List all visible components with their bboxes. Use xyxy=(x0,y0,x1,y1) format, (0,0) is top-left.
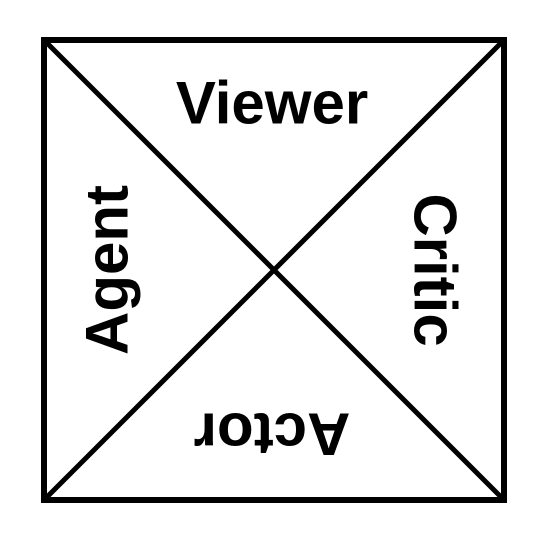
label-critic: Critic xyxy=(402,193,469,346)
label-agent: Agent xyxy=(74,185,141,355)
diagonal-top-right-to-bottom-left xyxy=(42,38,506,502)
label-viewer: Viewer xyxy=(176,70,368,137)
label-actor: Actor xyxy=(194,401,351,468)
outer-square xyxy=(41,37,507,503)
